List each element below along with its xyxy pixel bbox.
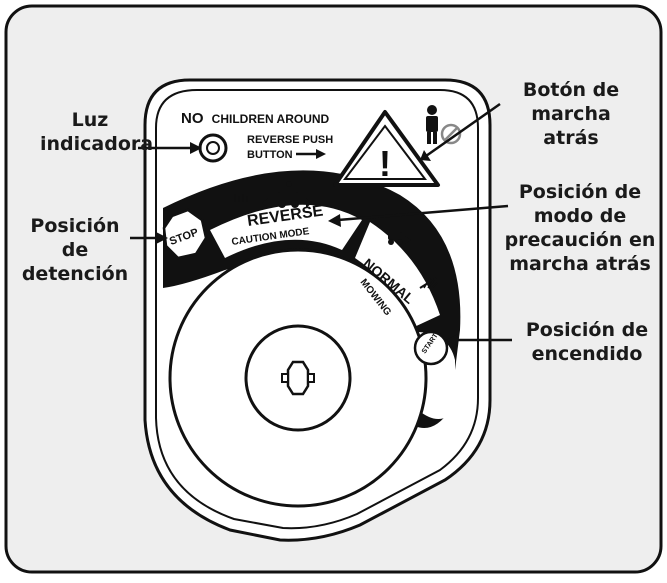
reverse-push-line2: BUTTON	[247, 149, 293, 161]
callout-stop-position: Posición de detención	[21, 215, 129, 285]
lawn-mower-icon	[262, 181, 312, 208]
normal-label-area	[355, 222, 440, 328]
person-icon	[426, 105, 438, 144]
reverse-label-area	[210, 204, 362, 258]
grass-icon	[232, 194, 252, 206]
right-arrow-icon	[296, 149, 326, 159]
warning-symbol: !	[379, 143, 391, 184]
callout-indicator-light: Luz indicadora	[40, 109, 154, 155]
callout-reverse-button: Botón de marcha atrás	[522, 79, 620, 149]
indicator-light	[198, 133, 228, 163]
grass-icon-right	[419, 277, 439, 289]
stop-position: STOP	[162, 208, 208, 260]
panel-inner-border	[155, 89, 479, 530]
callout-reverse-caution-position: Posición de modo de precaución en marcha…	[504, 181, 656, 275]
reverse-push-button[interactable]: !	[333, 110, 440, 187]
no-children-icon	[440, 123, 462, 145]
no-children-label: NO CHILDREN AROUND	[181, 110, 330, 127]
start-position: START	[413, 330, 449, 366]
keyhole-icon	[281, 360, 315, 396]
callout-start-position: Posición de encendido	[525, 319, 649, 365]
leader-arrows	[130, 102, 512, 346]
normal-mower-icon	[388, 232, 411, 245]
reverse-push-line1: REVERSE PUSH	[247, 134, 333, 146]
